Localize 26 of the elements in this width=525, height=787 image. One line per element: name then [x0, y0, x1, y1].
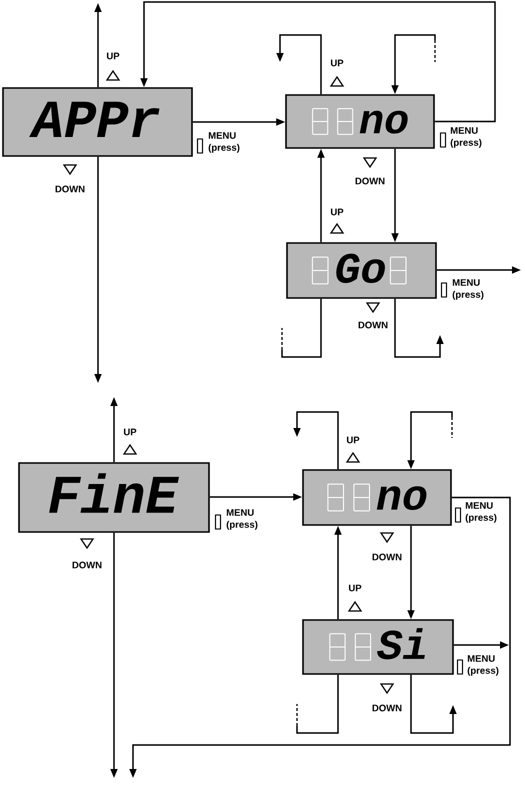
- menu-label: MENU (press): [468, 655, 498, 676]
- up-label: UP: [330, 60, 344, 66]
- menu-label: MENU (press): [208, 132, 240, 153]
- up-label: UP: [330, 208, 344, 216]
- menu-label: MENU (press): [452, 279, 484, 300]
- display-box: no: [302, 469, 452, 526]
- display-box: no: [285, 94, 435, 149]
- down-label: DOWN: [72, 562, 102, 568]
- down-label: DOWN: [56, 186, 84, 192]
- up-label: UP: [346, 436, 360, 444]
- down-label: DOWN: [372, 554, 402, 560]
- menu-label: MENU (press): [226, 509, 258, 530]
- up-label: UP: [348, 584, 362, 592]
- down-label: DOWN: [358, 322, 388, 328]
- down-label: DOWN: [356, 178, 384, 184]
- menu-label: MENU (press): [466, 502, 496, 523]
- display-box: FinE: [18, 462, 210, 533]
- display-box: Go: [286, 242, 437, 299]
- up-label: UP: [124, 428, 136, 436]
- down-label: DOWN: [372, 704, 402, 712]
- display-box: APPr: [2, 87, 193, 157]
- connector-line: [281, 298, 322, 358]
- display-box: Si: [302, 619, 454, 675]
- up-label: UP: [106, 52, 120, 60]
- menu-label: MENU (press): [450, 127, 482, 148]
- connector-line: [296, 674, 339, 734]
